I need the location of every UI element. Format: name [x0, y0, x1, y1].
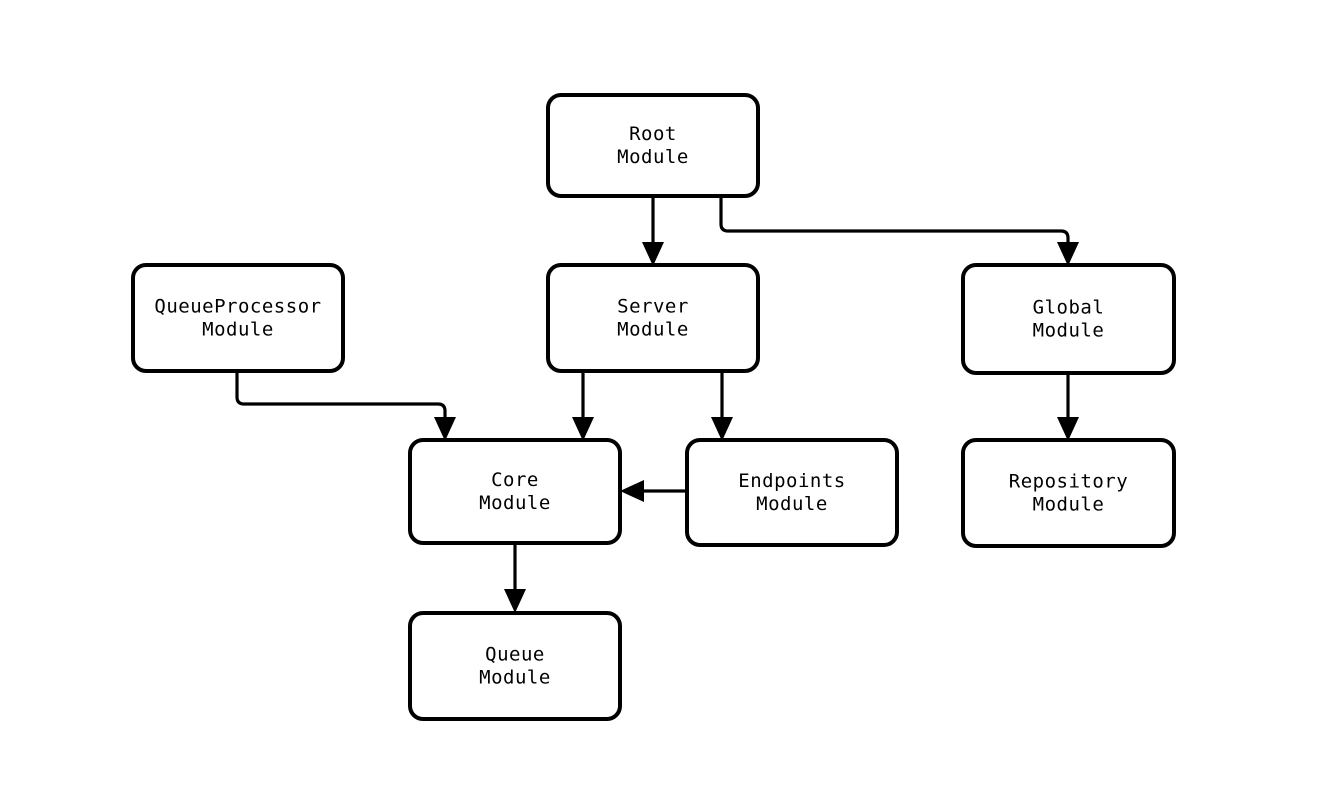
edge-server-to-core — [572, 371, 594, 441]
edges-layer — [235, 196, 1079, 613]
server-module-node-label-line1: Server — [617, 296, 689, 318]
edge-root-to-server — [642, 196, 664, 266]
edge-root-to-global-line — [719, 196, 1070, 252]
edge-global-to-repository — [1057, 373, 1079, 441]
edge-server-to-endpoints-arrowhead-icon — [711, 417, 733, 441]
server-module-node-box[interactable] — [546, 263, 760, 373]
repository-module-node-box[interactable] — [961, 438, 1176, 548]
core-module-node-label-line1: Core — [491, 469, 539, 491]
queue-module-node-label-line1: Queue — [485, 644, 545, 666]
endpoints-module-node-box[interactable] — [685, 438, 899, 547]
edge-core-to-queue — [504, 543, 526, 613]
queueprocessor-module-node-box[interactable] — [131, 263, 345, 373]
edge-core-to-queue-arrowhead-icon — [504, 589, 526, 613]
edge-server-to-endpoints — [711, 371, 733, 441]
edge-queueprocessor-to-core-line — [235, 371, 447, 427]
root-module-node-box[interactable] — [546, 93, 760, 198]
global-module-node-label-line1: Global — [1033, 297, 1105, 319]
edge-queueprocessor-to-core-arrowhead-icon — [434, 417, 456, 441]
edge-endpoints-to-core — [620, 480, 687, 502]
repository-module-node-label-line2: Module — [1033, 494, 1105, 516]
root-module-node-label-line1: Root — [629, 123, 677, 145]
edge-root-to-global-arrowhead-icon — [1057, 242, 1079, 266]
queue-module-node-label-line2: Module — [479, 667, 551, 689]
repository-module-node-label-line1: Repository — [1009, 471, 1128, 493]
edge-endpoints-to-core-arrowhead-icon — [620, 480, 644, 502]
nodes-layer: RootModuleQueueProcessorModuleServerModu… — [131, 93, 1176, 721]
queueprocessor-module-node-label-line1: QueueProcessor — [154, 296, 321, 318]
queueprocessor-module-node-label-line2: Module — [202, 319, 274, 341]
core-module-node-label-line2: Module — [479, 492, 551, 514]
edge-root-to-server-arrowhead-icon — [642, 242, 664, 266]
endpoints-module-node-label-line2: Module — [756, 493, 828, 515]
edge-server-to-core-arrowhead-icon — [572, 417, 594, 441]
root-module-node-label-line2: Module — [617, 146, 689, 168]
queue-module-node-box[interactable] — [408, 611, 622, 721]
server-module-node-label-line2: Module — [617, 319, 689, 341]
global-module-node-label-line2: Module — [1033, 320, 1105, 342]
edge-root-to-global — [719, 196, 1079, 266]
edge-queueprocessor-to-core — [235, 371, 456, 441]
edge-global-to-repository-arrowhead-icon — [1057, 417, 1079, 441]
core-module-node-box[interactable] — [408, 438, 622, 545]
global-module-node-box[interactable] — [961, 263, 1176, 375]
endpoints-module-node-label-line1: Endpoints — [738, 470, 845, 492]
